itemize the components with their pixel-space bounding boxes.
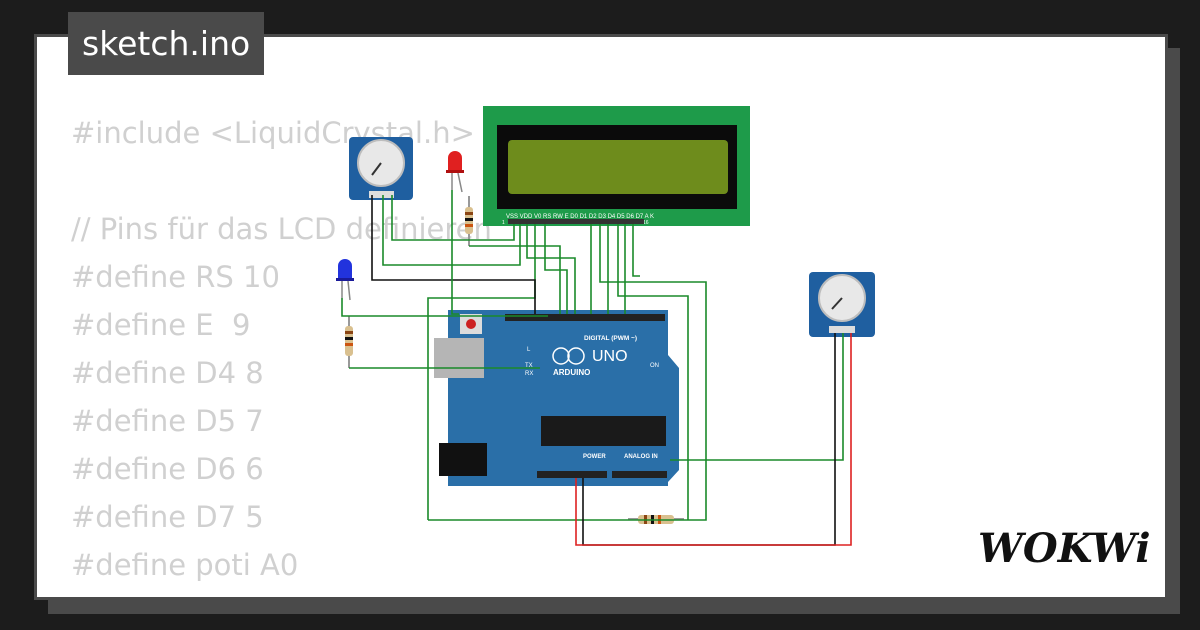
- code-line: #define D6 6: [71, 452, 264, 486]
- code-line: #define D5 7: [71, 404, 264, 438]
- code-line: #define D7 5: [71, 500, 264, 534]
- arduino-logo-icon: [552, 347, 585, 365]
- potentiometer-left[interactable]: [349, 137, 413, 200]
- lcd-pin-header: [508, 219, 644, 224]
- wokwi-logo: WOKWi: [978, 525, 1151, 572]
- microcontroller-chip: [541, 416, 666, 446]
- wokwi-logo-text: WOKWi: [978, 525, 1151, 572]
- reset-button[interactable]: [466, 319, 476, 329]
- power-label: POWER: [583, 454, 606, 460]
- lcd-display[interactable]: VSS VDD V0 RS RW E D0 D1 D2 D3 D4 D5 D6 …: [483, 106, 750, 226]
- code-line: #include <LiquidCrystal.h>: [71, 116, 475, 150]
- power-header: [537, 471, 607, 478]
- wires: [341, 190, 852, 546]
- potentiometer-right[interactable]: [809, 272, 875, 337]
- on-label: ON: [650, 363, 659, 369]
- arduino-model: UNO: [592, 348, 628, 365]
- code-line: #define RS 10: [71, 260, 280, 294]
- code-line: #define E 9: [71, 308, 251, 342]
- analog-label: ANALOG IN: [624, 454, 658, 460]
- l-label: L: [527, 347, 531, 353]
- tx-label: TX: [525, 363, 533, 369]
- power-jack: [439, 443, 487, 476]
- lcd-pin-first: 1: [502, 220, 505, 226]
- red-led[interactable]: [446, 151, 464, 193]
- code-line: #define D4 8: [71, 356, 264, 390]
- rx-label: RX: [525, 371, 533, 377]
- digital-header: [505, 314, 665, 321]
- lcd-pin-last: 16: [643, 220, 649, 226]
- resistor-left[interactable]: [345, 316, 353, 368]
- arduino-uno-board[interactable]: ARDUINO UNO DIGITAL (PWM ~) POWER ANALOG…: [434, 310, 679, 486]
- usb-port: [434, 338, 484, 378]
- sketch-filename-tag: sketch.ino: [68, 12, 265, 75]
- arduino-brand: ARDUINO: [553, 368, 590, 377]
- resistor-top[interactable]: [465, 196, 473, 246]
- code-line: #define poti A0: [71, 548, 299, 582]
- digital-label: DIGITAL (PWM ~): [584, 335, 637, 342]
- analog-header: [612, 471, 667, 478]
- blue-led[interactable]: [336, 259, 354, 301]
- lcd-pin-labels: VSS VDD V0 RS RW E D0 D1 D2 D3 D4 D5 D6 …: [506, 214, 654, 220]
